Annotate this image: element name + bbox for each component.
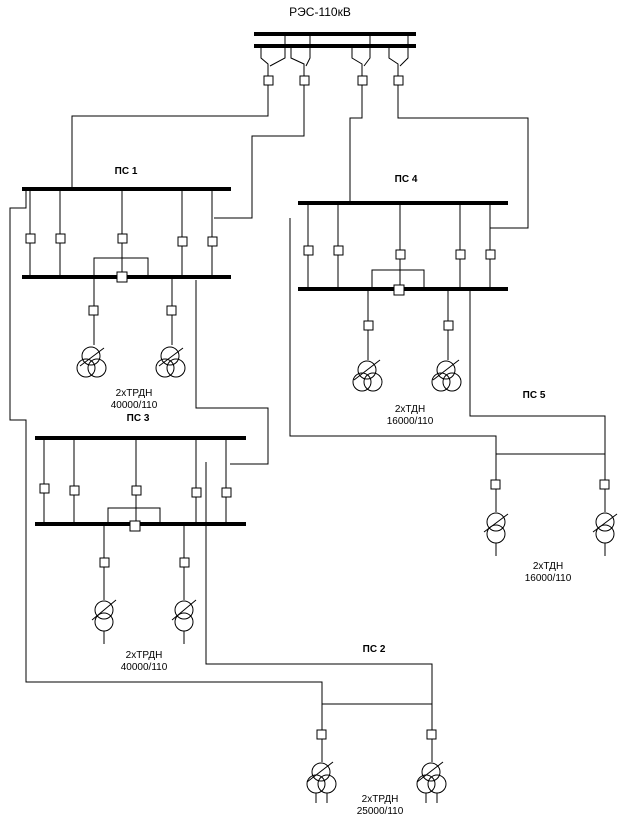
ps2-transformer-rating: 25000/110 [357,806,404,817]
ps3-transformer-rating: 40000/110 [121,662,168,673]
ps2-transformer-type: 2хТРДН [362,794,399,805]
ps1-transformer-rating: 40000/110 [111,400,158,411]
substation-ps3: ПС 3 2хТРДН 40000/110 [35,413,246,673]
ps3-transformer-type: 2хТРДН [126,650,163,661]
source-busbars [254,32,416,96]
ps5-transformer-rating: 16000/110 [525,573,572,584]
substation-ps4: ПС 4 2хТДН 16000/110 [298,174,508,427]
ps1-label: ПС 1 [115,166,138,177]
substation-ps2: ПС 2 2хТРДН 25000/110 [306,644,447,817]
title-res-110kv: РЭС-110кВ [289,5,351,19]
ps5-label: ПС 5 [523,390,546,401]
ps1-transformer-type: 2хТРДН [116,388,153,399]
substation-ps5: ПС 5 2хТДН 16000/110 [483,390,618,584]
transmission-lines [9,96,606,706]
ps4-transformer-rating: 16000/110 [387,416,434,427]
ps3-label: ПС 3 [127,413,150,424]
substation-ps1: ПС 1 2хТРДН 40000/110 [22,166,231,411]
ps4-label: ПС 4 [395,174,418,185]
ps5-transformer-type: 2хТДН [533,561,563,572]
ps4-transformer-type: 2хТДН [395,404,425,415]
ps2-label: ПС 2 [363,644,386,655]
